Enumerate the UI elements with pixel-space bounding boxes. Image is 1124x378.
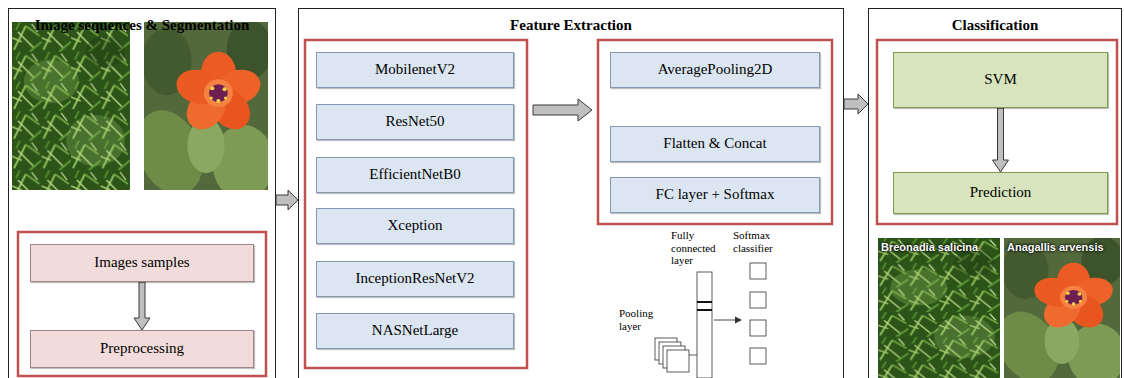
softmax-unit: [750, 348, 766, 364]
feature-map: [659, 342, 681, 364]
box-label: Prediction: [970, 184, 1032, 201]
block-arrow: [993, 108, 1009, 172]
group-frame: [18, 232, 266, 376]
box-label: MobilenetV2: [375, 61, 455, 78]
link-line: [689, 355, 697, 356]
stage-panel: Image sequences & SegmentationImages sam…: [8, 8, 276, 378]
box-label: FC layer + Softmax: [656, 186, 775, 203]
layer-box: AveragePooling2D: [610, 52, 820, 88]
box-label: InceptionResNetV2: [355, 270, 474, 287]
box-label: Images samples: [94, 254, 189, 271]
box-label: Flatten & Concat: [663, 135, 766, 152]
fc-unit: [697, 301, 712, 303]
network-sketch: [655, 263, 766, 378]
model-box: Xception: [316, 208, 514, 244]
feature-map: [667, 350, 689, 372]
flower-photo: [125, 20, 274, 203]
stage-panel: ClassificationSVM Prediction: [868, 8, 1122, 378]
panel-title: Classification: [869, 16, 1121, 34]
fc-layer-bar: [697, 272, 712, 378]
feature-map: [663, 346, 685, 368]
process-box: Images samples: [30, 244, 254, 282]
model-box: EfficientNetB0: [316, 157, 514, 193]
layer-box: Flatten & Concat: [610, 126, 820, 162]
classifier-box: SVM: [893, 52, 1108, 108]
softmax-unit: [750, 263, 766, 279]
model-box: ResNet50: [316, 104, 514, 140]
species-label: Anagallis arvensis: [1007, 241, 1119, 254]
softmax-unit: [750, 320, 766, 336]
model-box: NASNetLarge: [316, 313, 514, 349]
sketch-label: Pooling layer: [619, 307, 669, 332]
box-label: Preprocessing: [100, 340, 184, 357]
arrow-head: [735, 317, 742, 324]
box-label: Xception: [388, 217, 443, 234]
layer-box: FC layer + Softmax: [610, 177, 820, 213]
block-arrow: [276, 190, 298, 210]
group-frame: [877, 40, 1117, 224]
block-arrow: [844, 94, 868, 114]
fc-unit: [697, 309, 712, 311]
block-arrow: [533, 99, 592, 121]
group-frame: [598, 40, 832, 224]
box-label: SVM: [984, 71, 1017, 88]
box-label: NASNetLarge: [372, 322, 458, 339]
stage-panel: Feature ExtractionMobilenetV2ResNet50Eff…: [298, 8, 844, 378]
sketch-label: Fully connected layer: [671, 229, 729, 267]
plant-photo: [878, 238, 1000, 378]
panel-title: Feature Extraction: [299, 16, 843, 34]
box-label: AveragePooling2D: [658, 61, 773, 78]
model-box: InceptionResNetV2: [316, 261, 514, 297]
species-label: Breonadia salicina: [881, 241, 999, 254]
softmax-unit: [750, 292, 766, 308]
process-box: Preprocessing: [30, 330, 254, 368]
block-arrow: [134, 282, 150, 330]
panel-title: Image sequences & Segmentation: [9, 16, 275, 34]
flower-photo: [986, 236, 1124, 378]
link-arrow: [714, 320, 737, 321]
result-box: Prediction: [893, 172, 1108, 214]
box-label: ResNet50: [385, 113, 444, 130]
sketch-label: Softmax classifier: [733, 229, 789, 254]
box-label: EfficientNetB0: [369, 166, 460, 183]
model-box: MobilenetV2: [316, 52, 514, 88]
group-frame: [305, 40, 527, 368]
plant-photo: [12, 22, 130, 190]
feature-map: [655, 338, 677, 360]
